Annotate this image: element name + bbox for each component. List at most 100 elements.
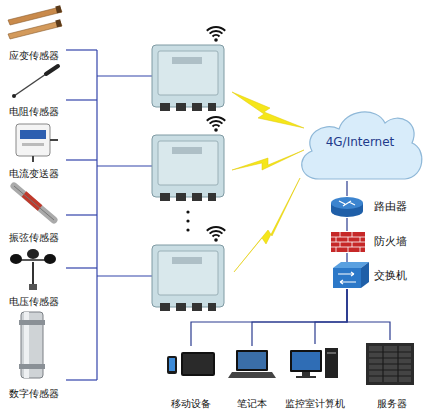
cloud-node: 4G/Internet: [295, 103, 425, 181]
sensor-node: 电流变送器: [2, 120, 66, 180]
sensor-bus: [66, 379, 97, 380]
sensor-bus: [97, 75, 152, 76]
network-link: [252, 289, 347, 346]
desktop-computer-icon: [327, 352, 336, 354]
sensor-bus: [66, 214, 97, 215]
data-logger: [160, 303, 170, 311]
firewall-icon: [331, 232, 365, 252]
wireless-bolt: [232, 92, 304, 128]
firewall-icon: [331, 232, 365, 252]
sensor-bus: [66, 49, 97, 50]
sensor-node: 数字传感器: [2, 310, 66, 400]
data-logger: [152, 135, 224, 197]
node-label: 数字传感器: [2, 388, 66, 400]
wifi-symbol: [207, 27, 225, 31]
wifi-symbol: [210, 231, 223, 234]
mobile-device-icon: [183, 354, 213, 374]
current-transmitter-icon: [20, 130, 46, 139]
current-transmitter-icon: [50, 139, 58, 141]
vibrating-wire-sensor-icon: [14, 186, 54, 220]
desktop-computer-icon: [290, 350, 322, 372]
node-label: 笔记本: [226, 398, 278, 410]
desktop-computer-icon: [302, 372, 310, 376]
node-label: 振弦传感器: [2, 232, 66, 244]
sensor-bus: [66, 50, 152, 380]
data-logger: [176, 103, 186, 111]
data-logger: [208, 303, 216, 311]
wifi-symbol: [207, 227, 225, 242]
digital-sensor-icon: [19, 312, 45, 378]
wifi-symbol: [213, 125, 220, 126]
sensor-node: 应变传感器: [2, 2, 66, 62]
wifi-symbol: [207, 117, 225, 132]
firewall-node: 防火墙: [330, 231, 422, 253]
wifi-symbol: [214, 128, 218, 132]
network-link: [346, 253, 347, 262]
laptop-icon: [238, 352, 266, 369]
network-link: [347, 289, 390, 340]
device-node: 移动设备: [161, 346, 221, 410]
wifi-symbol: [213, 235, 220, 236]
wireless-bolt: [234, 178, 300, 272]
current-transmitter-icon: [16, 124, 50, 156]
wifi-symbol: [214, 238, 218, 242]
data-logger: [192, 193, 202, 201]
vibrating-wire-sensor-icon: [14, 186, 54, 220]
data-logger: [158, 251, 218, 295]
mobile-device-icon: [169, 358, 175, 371]
router-icon: [331, 197, 363, 209]
data-logger: [152, 245, 224, 311]
node-label: 电阻传感器: [2, 106, 66, 118]
wireless-bolt: [232, 150, 304, 170]
desktop-computer-icon: [290, 348, 338, 378]
switch-icon: [333, 268, 361, 288]
node-label: 移动设备: [161, 398, 221, 410]
data-logger: [172, 147, 202, 154]
sensor-bus: [66, 99, 97, 100]
data-logger: [192, 103, 202, 111]
wifi-symbol: [207, 227, 225, 231]
wireless-bolt: [232, 92, 304, 272]
router-icon: [331, 197, 363, 217]
laptop-icon: [236, 350, 268, 371]
wifi-symbol: [207, 117, 225, 121]
network-link: [346, 181, 347, 196]
switch-icon: [333, 262, 369, 288]
digital-sensor-icon: [19, 364, 45, 369]
wifi-symbol: [210, 31, 223, 34]
data-logger: [208, 193, 216, 201]
wifi-symbol: [210, 121, 223, 124]
wifi-symbol: [214, 38, 218, 42]
device-node: 服务器: [362, 340, 422, 410]
data-logger: [158, 51, 218, 95]
digital-sensor-icon: [19, 320, 45, 325]
anemometer-icon: [18, 259, 48, 261]
node-label: 应变传感器: [2, 50, 66, 62]
server-icon: [366, 343, 414, 385]
strain-sensor-icon: [55, 19, 62, 27]
laptop-icon: [228, 372, 276, 378]
data-logger: [152, 45, 224, 107]
data-logger: [152, 45, 224, 111]
data-logger: [192, 303, 202, 311]
data-logger: [208, 103, 216, 111]
laptop-icon: [228, 350, 276, 378]
server-icon: [369, 352, 411, 376]
router-node: 路由器: [330, 196, 422, 218]
resistance-sensor-icon: [12, 66, 58, 98]
data-logger: [152, 135, 224, 201]
server-icon: [366, 343, 414, 385]
resistance-sensor-icon: [12, 94, 16, 98]
node-label: 路由器: [374, 201, 407, 213]
sensor-node: 电压传感器: [2, 248, 66, 308]
ellipsis-dots: [186, 219, 189, 222]
current-transmitter-icon: [16, 124, 58, 162]
current-transmitter-icon: [22, 143, 44, 146]
wifi-symbol: [213, 35, 220, 36]
node-label: 交换机: [374, 270, 407, 282]
strain-sensor-icon: [8, 21, 62, 39]
switch-icon: [338, 272, 356, 284]
node-label: 电流变送器: [2, 168, 66, 180]
network-link: [346, 218, 347, 231]
